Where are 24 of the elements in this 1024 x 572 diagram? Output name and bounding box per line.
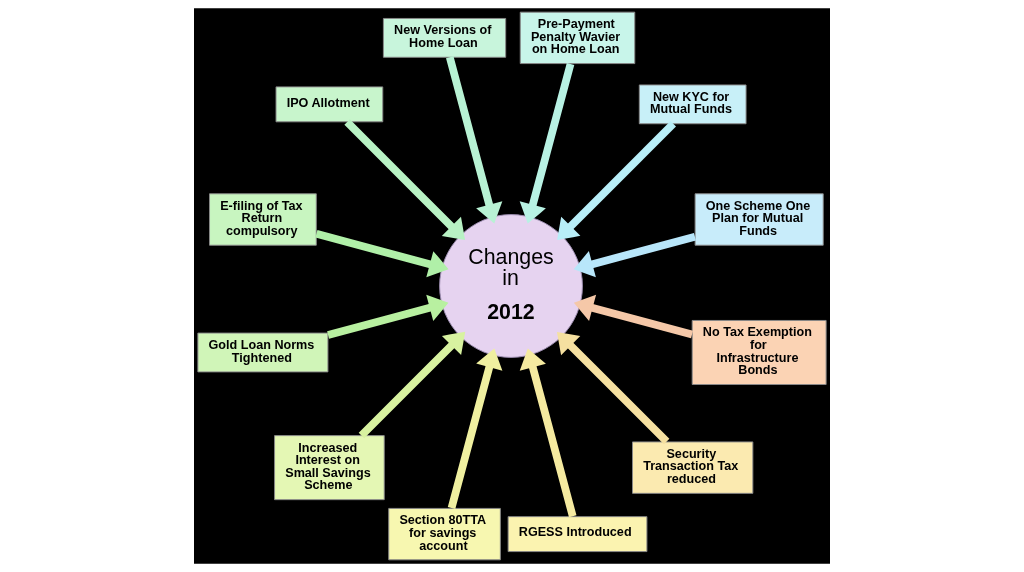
arrow bbox=[519, 348, 577, 518]
node-box: E-filing of Tax Return compulsory bbox=[209, 193, 317, 246]
arrow bbox=[327, 294, 449, 339]
arrow bbox=[358, 331, 466, 439]
node-box: New KYC for Mutual Funds bbox=[638, 84, 747, 125]
arrow bbox=[573, 232, 696, 278]
node-box: New Versions of Home Loan bbox=[382, 18, 507, 58]
node-box: Section 80TTA for savings account bbox=[388, 507, 501, 561]
node-box: Gold Loan Norms Tightened bbox=[197, 332, 329, 373]
arrow bbox=[344, 119, 466, 241]
arrow bbox=[556, 331, 670, 445]
node-box: No Tax Exemption for Infrastructure Bonds bbox=[691, 319, 827, 385]
node-box: Security Transaction Tax reduced bbox=[632, 441, 754, 494]
node-box: RGESS Introduced bbox=[507, 516, 648, 553]
node-box: Increased Interest on Small Savings Scheme bbox=[274, 435, 385, 501]
node-box: IPO Allotment bbox=[275, 86, 384, 123]
arrow bbox=[573, 294, 693, 339]
arrow bbox=[447, 348, 503, 510]
arrow bbox=[315, 230, 449, 278]
arrow bbox=[557, 121, 676, 240]
node-box: Pre-Payment Penalty Wavier on Home Loan bbox=[519, 11, 636, 65]
arrow bbox=[519, 62, 575, 224]
node-box: One Scheme One Plan for Mutual Funds bbox=[694, 193, 824, 246]
arrow bbox=[446, 56, 503, 224]
